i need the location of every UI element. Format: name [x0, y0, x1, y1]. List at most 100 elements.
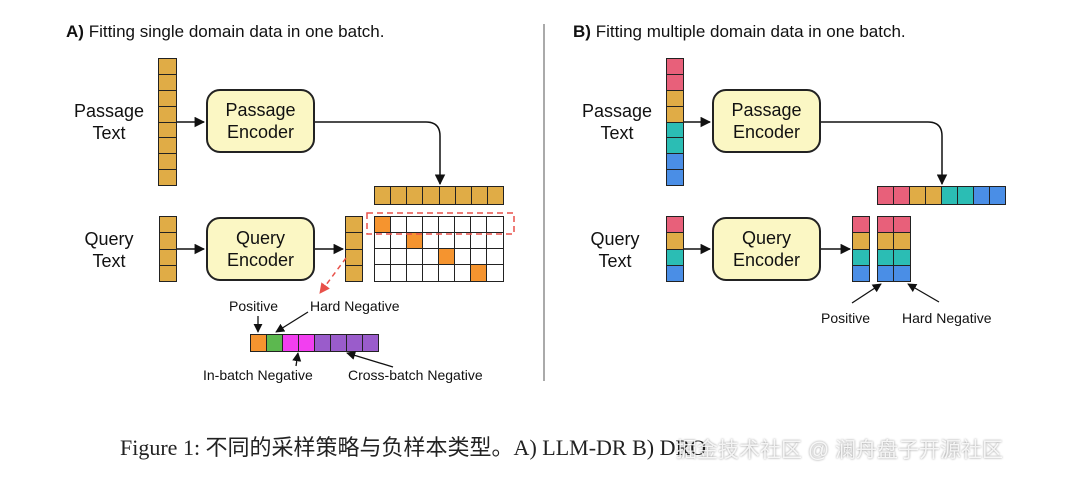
score-cell [407, 217, 423, 233]
embedding-cell [853, 249, 869, 266]
encoder-label-line: Passage [225, 100, 296, 120]
score-cell [391, 265, 407, 281]
score-cell-positive [375, 217, 391, 233]
arrow-cross-batch-negative [346, 351, 394, 368]
label-line: Query [590, 229, 640, 249]
score-cell [391, 217, 407, 233]
score-cell [375, 265, 391, 281]
label-line: Text [92, 123, 126, 143]
negative-type-cell [299, 335, 315, 351]
score-cell [391, 233, 407, 249]
candidate-cell [878, 233, 894, 250]
embedding-cell [894, 187, 910, 204]
score-cell [487, 233, 503, 249]
embedding-cell [423, 187, 440, 204]
arrow-b-positive [851, 283, 882, 304]
panel-b-query-input-tokens [666, 216, 684, 282]
label-line: Query [84, 229, 134, 249]
panel-b-query-embeddings [852, 216, 870, 282]
negative-type-cell [267, 335, 283, 351]
panel-a-query-embeddings [345, 216, 363, 282]
score-cell [375, 249, 391, 265]
embedding-cell [391, 187, 408, 204]
embedding-cell [910, 187, 926, 204]
score-cell [407, 249, 423, 265]
token-cell [667, 90, 683, 107]
embedding-cell [942, 187, 958, 204]
panel-b-title: B) Fitting multiple domain data in one b… [573, 22, 906, 42]
panel-b-annotation-positive: Positive [821, 310, 871, 326]
token-cell [159, 106, 176, 123]
panel-a-score-matrix [374, 216, 504, 282]
token-cell [667, 138, 683, 155]
embedding-cell [853, 233, 869, 250]
watermark: 掘金技术社区 @ 澜舟盘子开源社区 [676, 439, 1003, 462]
negative-type-cell [315, 335, 331, 351]
score-cell [471, 217, 487, 233]
panel-a-passage-embeddings [374, 186, 504, 205]
score-cell [391, 249, 407, 265]
token-cell [159, 90, 176, 107]
embedding-cell [346, 249, 362, 266]
negative-type-cell [283, 335, 299, 351]
embedding-cell [853, 265, 869, 281]
candidate-cell [878, 217, 894, 234]
encoder-label-line: Encoder [226, 250, 295, 270]
panel-b-title-prefix: B) [573, 22, 591, 41]
arrow-in-batch-negative [292, 352, 302, 367]
label-line: Text [92, 251, 126, 271]
label-line: Text [600, 123, 634, 143]
panel-b-title-text: Fitting multiple domain data in one batc… [595, 22, 906, 41]
embedding-cell [346, 233, 362, 250]
token-cell [159, 154, 176, 171]
annotation-positive: Positive [229, 298, 279, 314]
candidate-cell [894, 233, 910, 250]
panel-a-query-input-tokens [159, 216, 177, 282]
embedding-cell [439, 187, 456, 204]
score-cell [375, 233, 391, 249]
embedding-cell [878, 187, 894, 204]
panel-a-title-prefix: A) [66, 22, 84, 41]
token-cell [159, 74, 176, 91]
candidate-cell [878, 249, 894, 266]
panel-b-hard-negative-column [893, 216, 911, 282]
candidate-cell [878, 265, 894, 281]
token-cell [667, 154, 683, 171]
arrow-hard-negative [275, 311, 309, 333]
token-cell [667, 106, 683, 123]
embedding-cell [471, 187, 488, 204]
token-cell [159, 122, 176, 139]
candidate-cell [894, 265, 910, 281]
label-line: Text [598, 251, 632, 271]
score-cell [439, 233, 455, 249]
embedding-cell [346, 217, 362, 234]
score-cell [487, 217, 503, 233]
candidate-cell [894, 217, 910, 234]
embedding-cell [974, 187, 990, 204]
score-cell [423, 217, 439, 233]
embedding-cell [990, 187, 1005, 204]
token-cell [160, 233, 176, 250]
token-cell [667, 217, 683, 234]
score-cell [487, 265, 503, 281]
figure-caption: Figure 1: 不同的采样策略与负样本类型。A) LLM-DR B) DRO [120, 435, 707, 460]
score-cell-positive [407, 233, 423, 249]
token-cell [667, 59, 683, 75]
token-cell [667, 170, 683, 185]
score-cell [439, 265, 455, 281]
token-cell [667, 122, 683, 139]
encoder-label-line: Query [741, 228, 791, 248]
score-cell-positive [471, 265, 487, 281]
annotation-cross-batch-negative: Cross-batch Negative [348, 367, 483, 383]
score-cell [423, 233, 439, 249]
panel-a-title-text: Fitting single domain data in one batch. [88, 22, 385, 41]
token-cell [159, 170, 176, 185]
panel-b-passage-input-tokens [666, 58, 684, 186]
score-cell [455, 217, 471, 233]
negative-type-cell [363, 335, 378, 351]
